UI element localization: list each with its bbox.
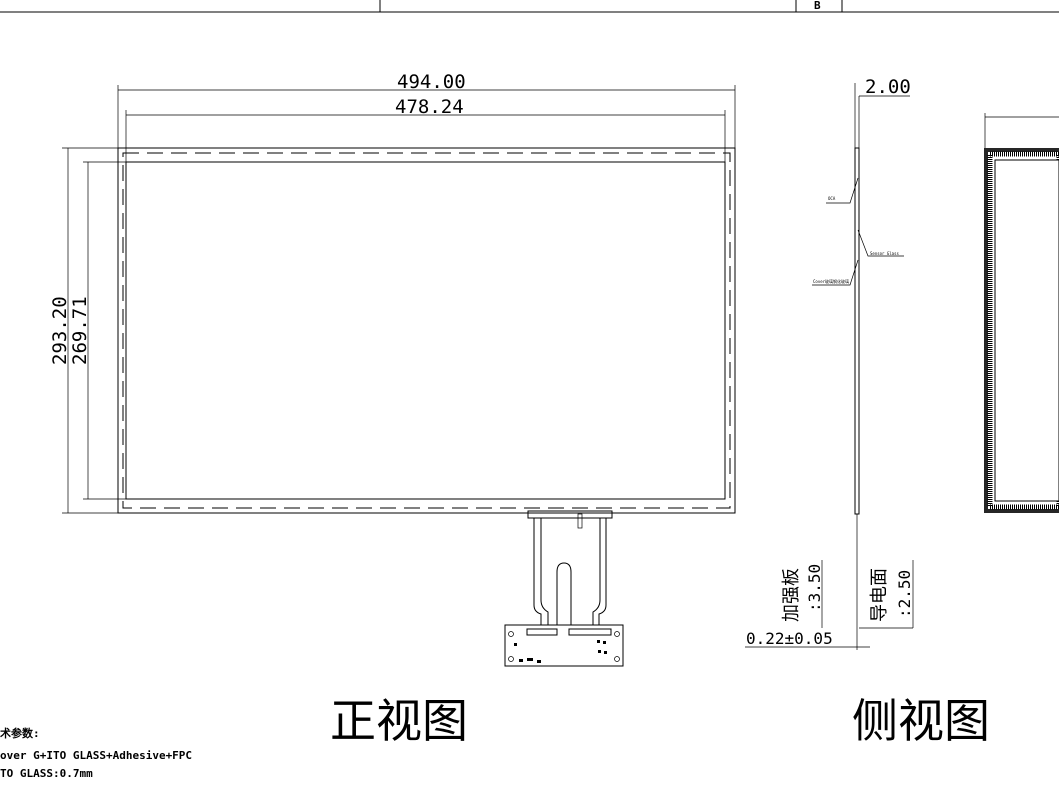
notes-line-1: over G+ITO GLASS+Adhesive+FPC — [0, 749, 192, 762]
fpc-thickness-dimension: 0.22±0.05 — [746, 629, 833, 648]
dimension-width-inner: 478.24 — [395, 96, 464, 118]
revision-letter: B — [814, 0, 821, 12]
notes-heading: 术参数: — [0, 726, 40, 740]
conductive-face-label: 导电面 — [869, 568, 890, 622]
dimension-height-outer: 293.20 — [49, 296, 71, 365]
front-view-title: 正视图 — [330, 694, 468, 748]
callout-top-layer: OCA — [828, 196, 836, 201]
stiffener-dimension: :3.50 — [805, 564, 824, 612]
side-view: 2.00 OCA Sensor Glass Cover玻璃钢化玻璃 加强板 :3… — [745, 76, 990, 748]
technical-notes: 术参数: over G+ITO GLASS+Adhesive+FPC TO GL… — [0, 726, 192, 780]
panel-outline — [117, 147, 736, 514]
front-view: 494.00 478.24 293.20 269.71 — [49, 71, 736, 748]
stiffener-label: 加强板 — [781, 568, 802, 622]
conductive-face-dimension: :2.50 — [895, 570, 914, 618]
side-panel-body — [854, 147, 860, 515]
active-area — [125, 161, 726, 500]
callout-cover-glass: Cover玻璃钢化玻璃 — [813, 278, 849, 284]
callout-sensor-glass: Sensor Glass — [870, 251, 899, 256]
fpc-stiffener-board — [504, 624, 624, 667]
dimension-height-inner: 269.71 — [69, 296, 91, 365]
dimension-width-outer: 494.00 — [397, 71, 466, 93]
fpc-cable — [504, 510, 624, 667]
title-block: B — [0, 0, 1059, 13]
dimension-thickness: 2.00 — [865, 76, 911, 98]
notes-line-2: TO GLASS:0.7mm — [0, 767, 93, 780]
side-view-title: 侧视图 — [852, 694, 990, 748]
back-view-partial — [984, 113, 1059, 513]
viewing-area-dashed — [122, 152, 731, 509]
